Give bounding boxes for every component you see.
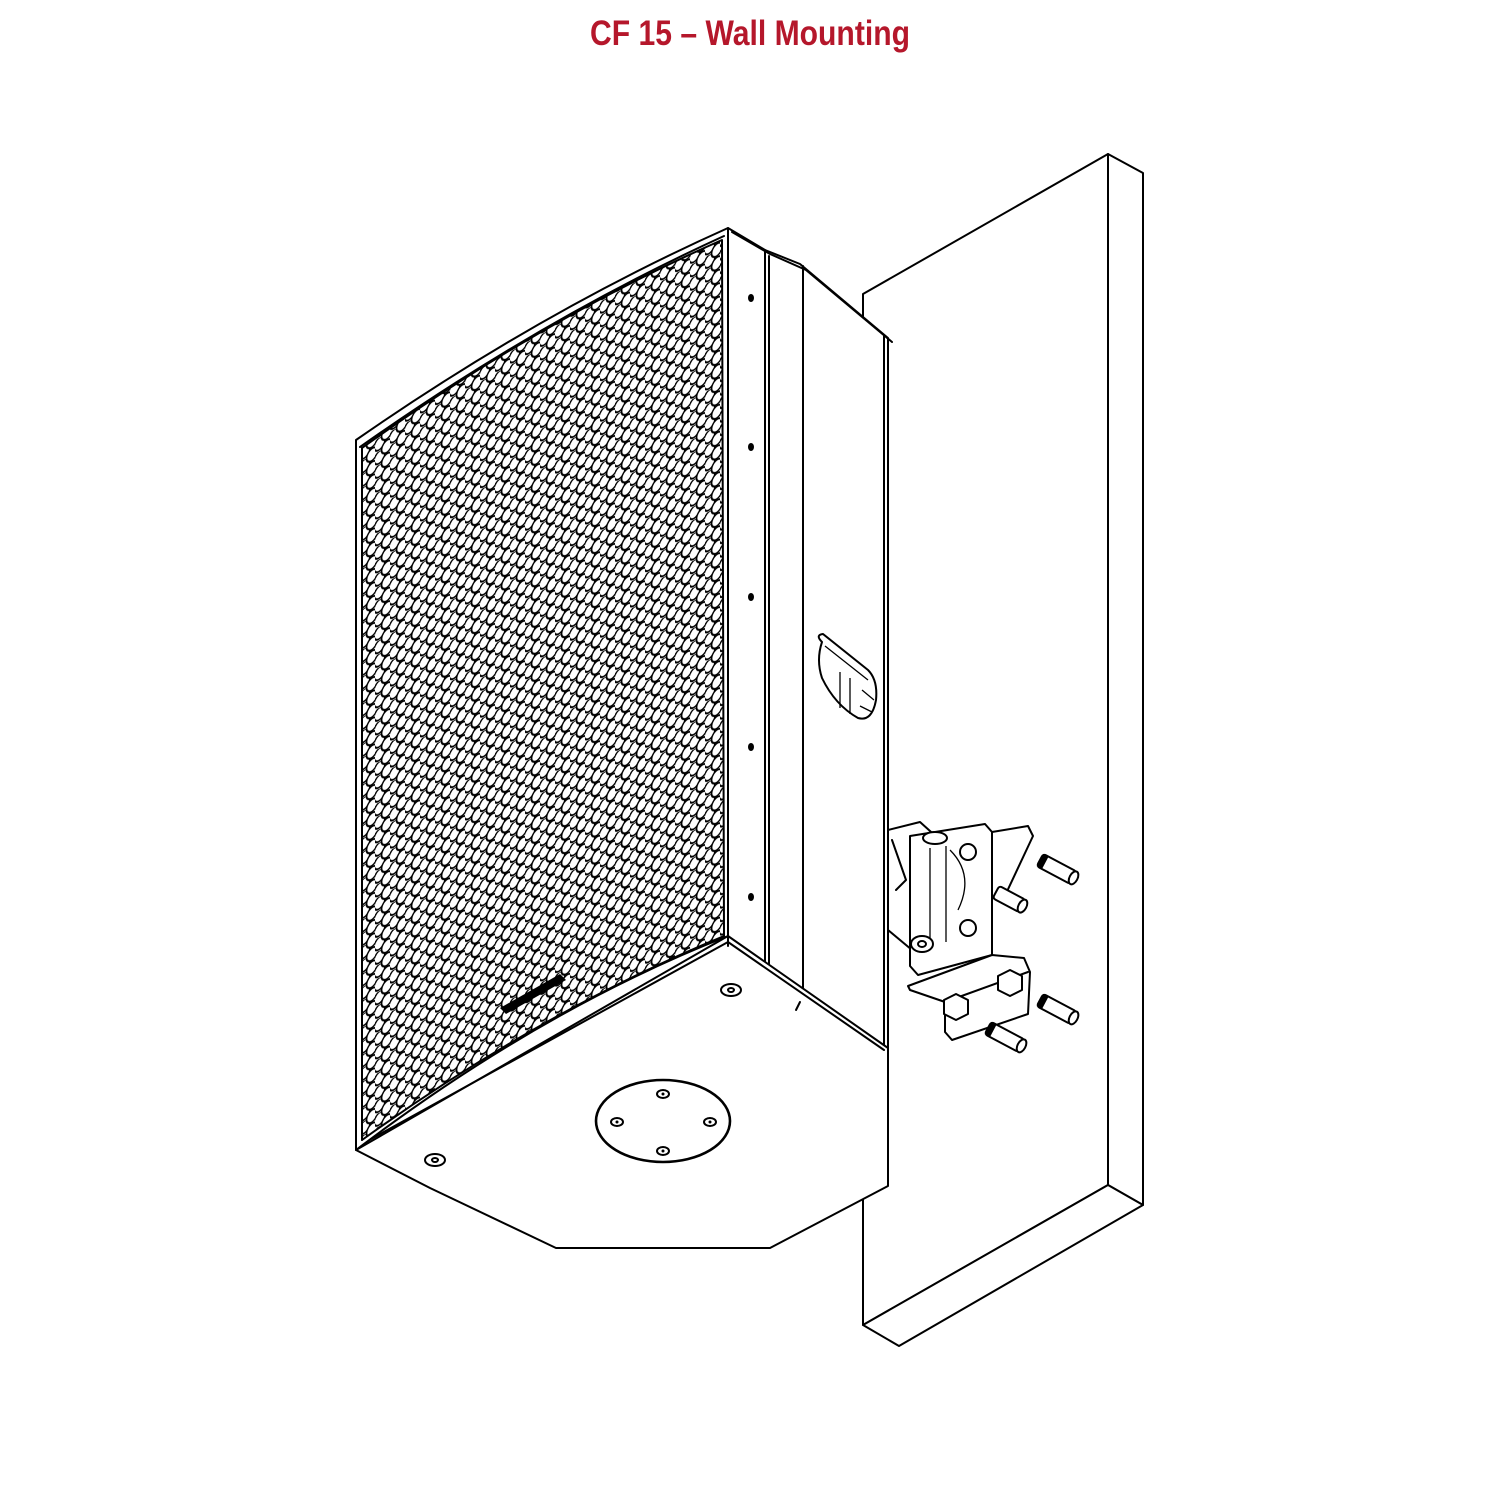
wall-panel <box>862 153 1144 1347</box>
feet <box>424 983 742 1167</box>
bracket-icon <box>887 821 1034 1041</box>
handle-icon <box>817 633 878 720</box>
speaker-cabinet <box>355 227 893 1249</box>
bracket-bolts <box>943 969 1023 1021</box>
side-screws <box>748 294 754 901</box>
wall-anchors <box>984 853 1080 1054</box>
page-title: CF 15 – Wall Mounting <box>590 14 910 53</box>
logo-badge <box>500 974 566 1014</box>
circle-plate-icon <box>594 1078 732 1164</box>
